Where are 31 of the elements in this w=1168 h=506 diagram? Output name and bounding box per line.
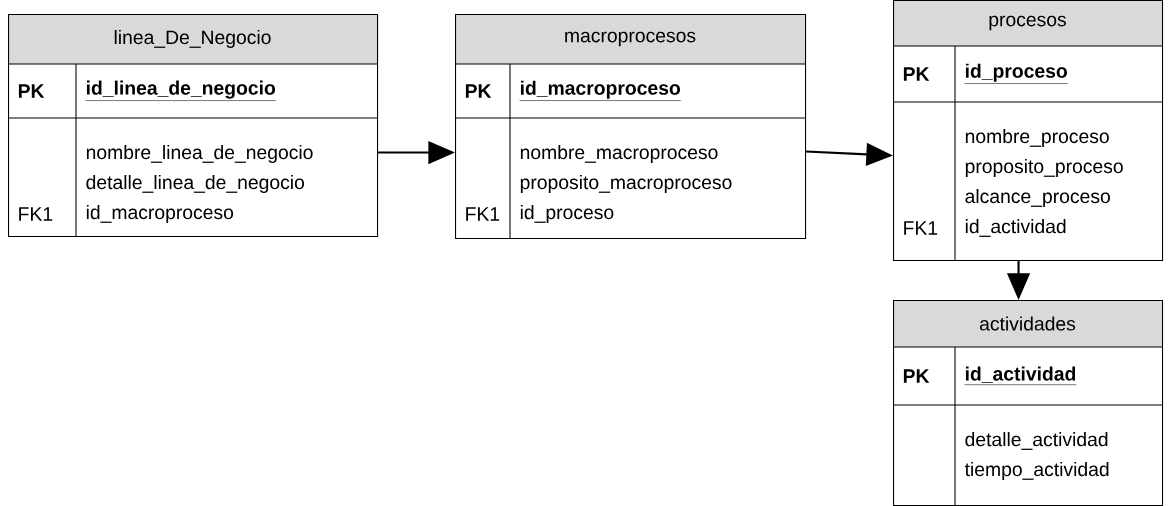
primary-key-field: id_proceso — [964, 63, 1068, 84]
field-name: proposito_macroproceso — [520, 175, 732, 193]
field-name: id_macroproceso — [86, 205, 234, 223]
entity-table — [454, 14, 807, 240]
field-name: nombre_proceso — [965, 129, 1109, 147]
table-title: macroprocesos — [565, 31, 696, 47]
field-name: nombre_linea_de_negocio — [86, 145, 313, 163]
primary-key-field: id_actividad — [964, 366, 1077, 385]
key-label: PK — [903, 67, 930, 81]
primary-key-field: id_linea_de_negocio — [85, 80, 277, 101]
field-name: id_actividad — [965, 219, 1066, 237]
key-label: FK1 — [19, 207, 53, 221]
field-name: proposito_proceso — [965, 159, 1123, 177]
entity-table — [892, 0, 1164, 262]
field-name: nombre_macroproceso — [520, 145, 718, 163]
key-label: PK — [465, 84, 492, 98]
entity-table — [7, 14, 379, 238]
table-title: linea_De_Negocio — [114, 30, 271, 48]
key-label: FK1 — [904, 221, 938, 235]
field-name: detalle_linea_de_negocio — [86, 175, 305, 193]
primary-key-field: id_macroproceso — [519, 80, 682, 101]
key-label: PK — [903, 369, 930, 383]
field-name: detalle_actividad — [965, 432, 1108, 450]
table-title: procesos — [989, 15, 1066, 31]
field-name: id_proceso — [520, 205, 614, 223]
key-label: FK1 — [466, 207, 500, 221]
field-name: alcance_proceso — [965, 189, 1110, 207]
key-label: PK — [18, 84, 45, 98]
entity-table — [892, 300, 1164, 506]
field-name: tiempo_actividad — [964, 462, 1109, 480]
table-title: actividades — [979, 316, 1076, 331]
